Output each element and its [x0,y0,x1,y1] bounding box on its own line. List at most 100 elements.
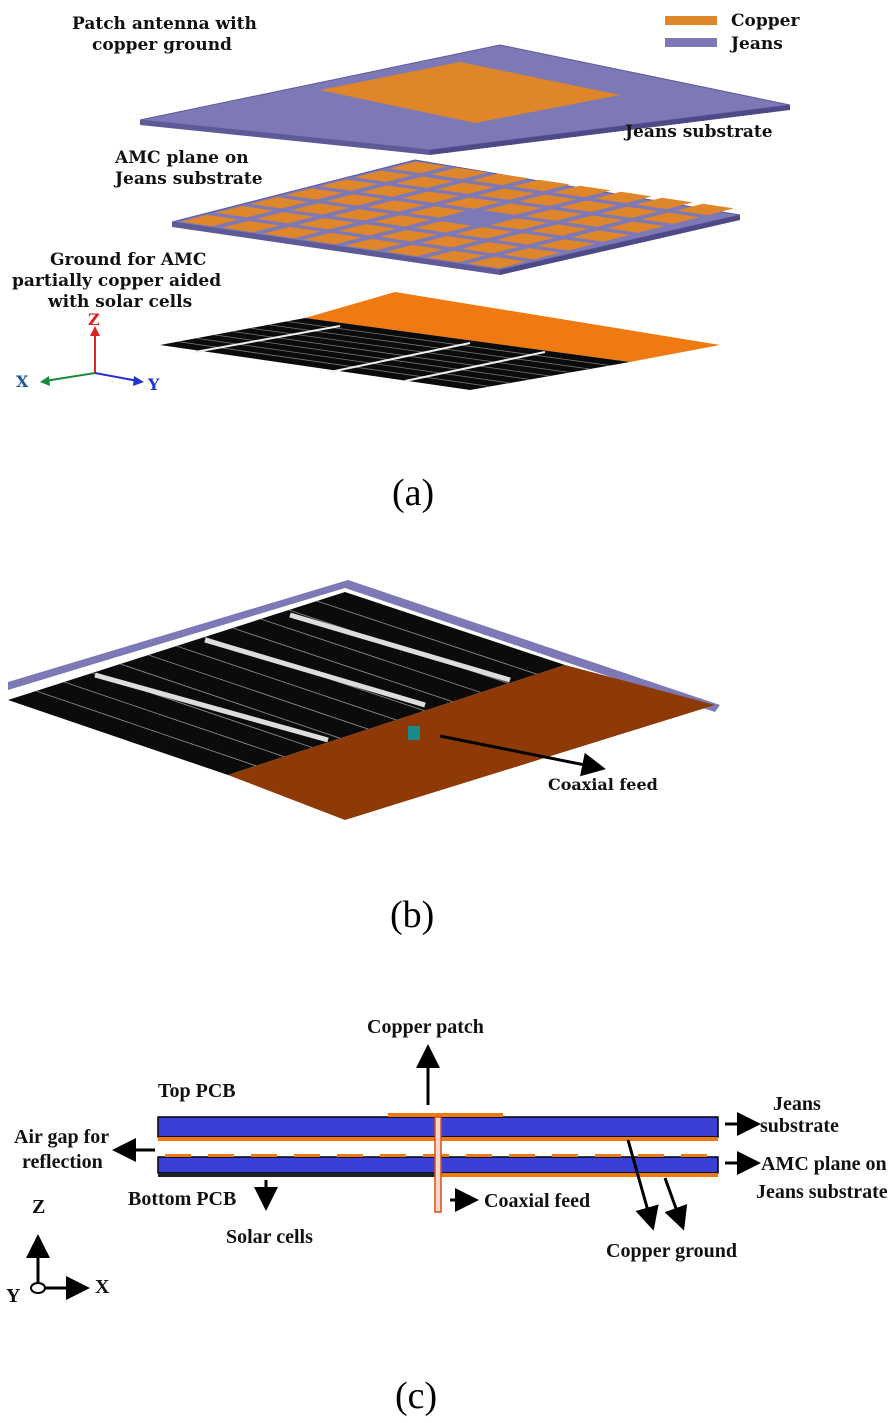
ground-label-line3: with solar cells [47,292,192,312]
solar-cell-gap-b [204,637,426,708]
amc-unit-cell [386,244,444,257]
amc-unit-cell [471,173,529,186]
amc-unit-cell [531,224,589,236]
amc-unit-cell [572,230,630,242]
panel-c: Copper patch Top PCB Jeans substrate Air… [6,1016,891,1417]
amc-unit-cell [442,197,501,209]
panel-b: Coaxial feed (b) [8,580,720,936]
ground-layer [160,292,720,390]
amc-unit-cell [332,209,391,221]
amc-unit-cell [291,203,350,215]
solar-cell-stripe-b [232,627,453,703]
solar-cell-stripe-b [176,645,397,721]
solar-cell-lines [178,320,611,387]
amc-unit-cell [676,203,734,216]
jeans-substrate-label: Jeans substrate [623,122,773,142]
solar-cell-gap-b [289,612,511,683]
caption-b: (b) [390,894,434,936]
solar-cell-stripe [232,331,551,377]
amc-unit-cell [518,194,577,206]
top-pcb-label: Top PCB [158,1080,236,1102]
amc-unit-cell [345,238,403,251]
axis-x-label-c: X [95,1276,110,1298]
amc-unit-cell [455,227,514,239]
amc-unit-cell [297,218,356,230]
axis-y-label: Y [147,375,160,394]
amc-copper-segment [552,1154,578,1157]
amc-unit-cell [379,230,438,242]
air-gap-label-line2: reflection [22,1151,103,1173]
amc-unit-cell [468,256,526,269]
patch-antenna-label-line1: Patch antenna with [72,14,257,34]
solar-cell-gap-b [94,672,329,743]
patch-antenna-layer [139,44,791,155]
solar-cell-stripe [250,327,571,373]
legend-label-jeans: Jeans [729,34,783,54]
amc-unit-cell [319,179,378,191]
axis-y-label-c: Y [6,1285,21,1307]
amc-unit-cell [502,248,561,260]
amc-unit-cell [477,188,536,200]
coaxial-feed-label-b: Coaxial feed [548,775,658,794]
amc-unit-cell [635,197,693,210]
copper-ground-arrow [663,1177,688,1231]
amc-copper-segment [294,1154,320,1157]
amc-copper-segment [595,1154,621,1157]
amc-unit-cell [594,191,652,204]
amc-unit-cell [430,167,488,180]
solar-cell-gap [329,342,471,373]
amc-unit-cell [490,218,548,230]
caption-c: (c) [395,1375,437,1417]
solar-cell-stripe-b [35,690,257,767]
legend-swatch-jeans [665,38,717,47]
patch-antenna-label-line2: copper ground [92,35,232,55]
solar-cell-stripe-b [148,654,369,730]
coaxial-feed-pin [434,1116,442,1213]
amc-unit-cell [181,214,239,227]
air-gap-label-line1: Air gap for [14,1126,109,1148]
axis-z-label-c: Z [32,1196,45,1218]
amc-plane-label-line1: AMC plane on a [761,1153,891,1175]
coaxial-feed-arrow [439,734,606,777]
amc-unit-cell [436,182,495,194]
legend-swatch-copper [665,16,717,25]
amc-unit-cell [408,206,466,218]
amc-unit-cell [285,188,343,200]
amc-unit-cell [263,226,321,239]
legend-label-copper: Copper [731,11,800,31]
solar-cell-stripe-b [316,600,538,675]
amc-unit-cell [565,215,624,227]
copper-ground-label: Copper ground [606,1240,737,1262]
amc-unit-cell [304,232,362,245]
solar-cell-gap [404,351,546,382]
copper-ground-arrow [626,1139,659,1231]
axis-x-label: X [16,372,29,391]
amc-copper-segment [681,1154,707,1157]
jeans-substrate-edge [8,580,720,712]
solar-cell-stripe-b [260,618,481,693]
amc-copper-segment [337,1154,363,1157]
amc-unit-cell [606,221,665,233]
caption-a: (a) [392,472,434,514]
amc-plane-label-line2: Jeans substrate [756,1181,888,1203]
amc-unit-cell [512,179,570,192]
amc-unit-cell [256,212,315,224]
solar-cell-layer [158,1173,440,1177]
amc-unit-cell [395,176,454,188]
ground-copper-region [305,292,720,362]
amc-unit-cell [401,191,460,203]
solar-cell-stripe-b [64,681,285,758]
amc-copper-segment [380,1154,406,1157]
amc-unit-cell [496,233,555,245]
amc-unit-cell [338,224,397,236]
amc-unit-cell [414,221,473,233]
amc-copper-segment [638,1154,664,1157]
amc-unit-cell [553,185,611,198]
solar-cell-stripe-b [120,663,341,739]
amc-unit-cell [215,206,274,218]
amc-copper-segment [509,1154,535,1157]
bottom-pcb-label: Bottom PCB [128,1188,236,1210]
legend: Copper Jeans [665,11,800,54]
solar-cell-stripe [178,341,491,387]
